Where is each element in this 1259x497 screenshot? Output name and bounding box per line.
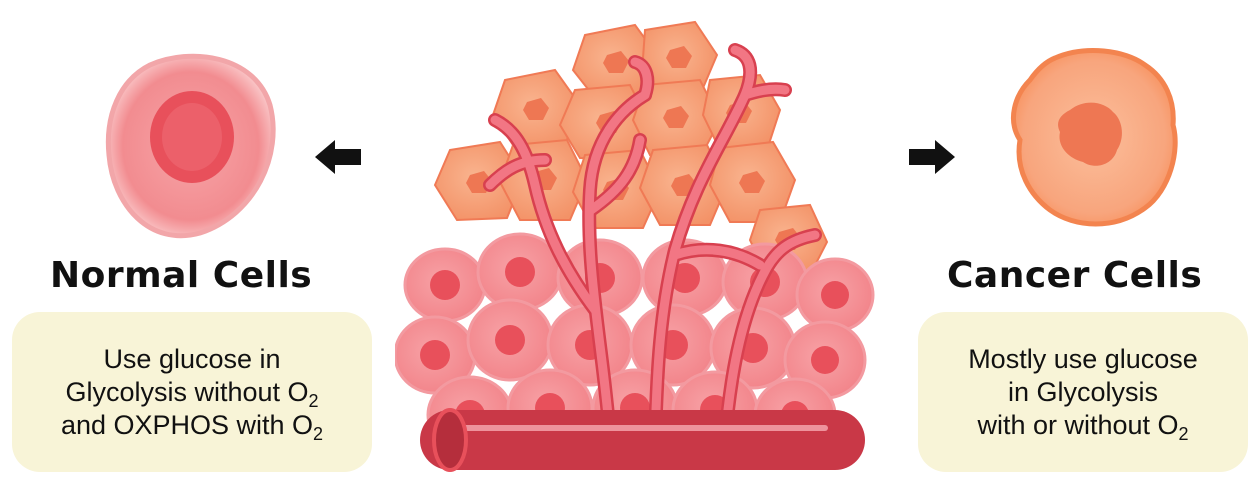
cancer-line-2: in Glycolysis xyxy=(1008,376,1158,409)
cancer-cells-description: Mostly use glucose in Glycolysis with or… xyxy=(918,312,1248,472)
cancer-cell-icon xyxy=(995,40,1195,240)
normal-cell-icon xyxy=(95,45,285,245)
cancer-line-1: Mostly use glucose xyxy=(968,343,1198,376)
cancer-line-3: with or without O2 xyxy=(977,409,1188,442)
normal-cells-description: Use glucose in Glycolysis without O2 and… xyxy=(12,312,372,472)
cancer-cells-title: Cancer Cells xyxy=(947,255,1202,296)
normal-line-3: and OXPHOS with O2 xyxy=(61,409,323,442)
tumor-illustration xyxy=(395,10,885,495)
normal-line-2: Glycolysis without O2 xyxy=(65,376,318,409)
arrow-right-icon xyxy=(905,140,955,174)
normal-cells-title: Normal Cells xyxy=(50,255,312,296)
normal-line-1: Use glucose in xyxy=(103,343,280,376)
vessel-opening xyxy=(434,410,466,470)
arrow-left-icon xyxy=(315,140,365,174)
